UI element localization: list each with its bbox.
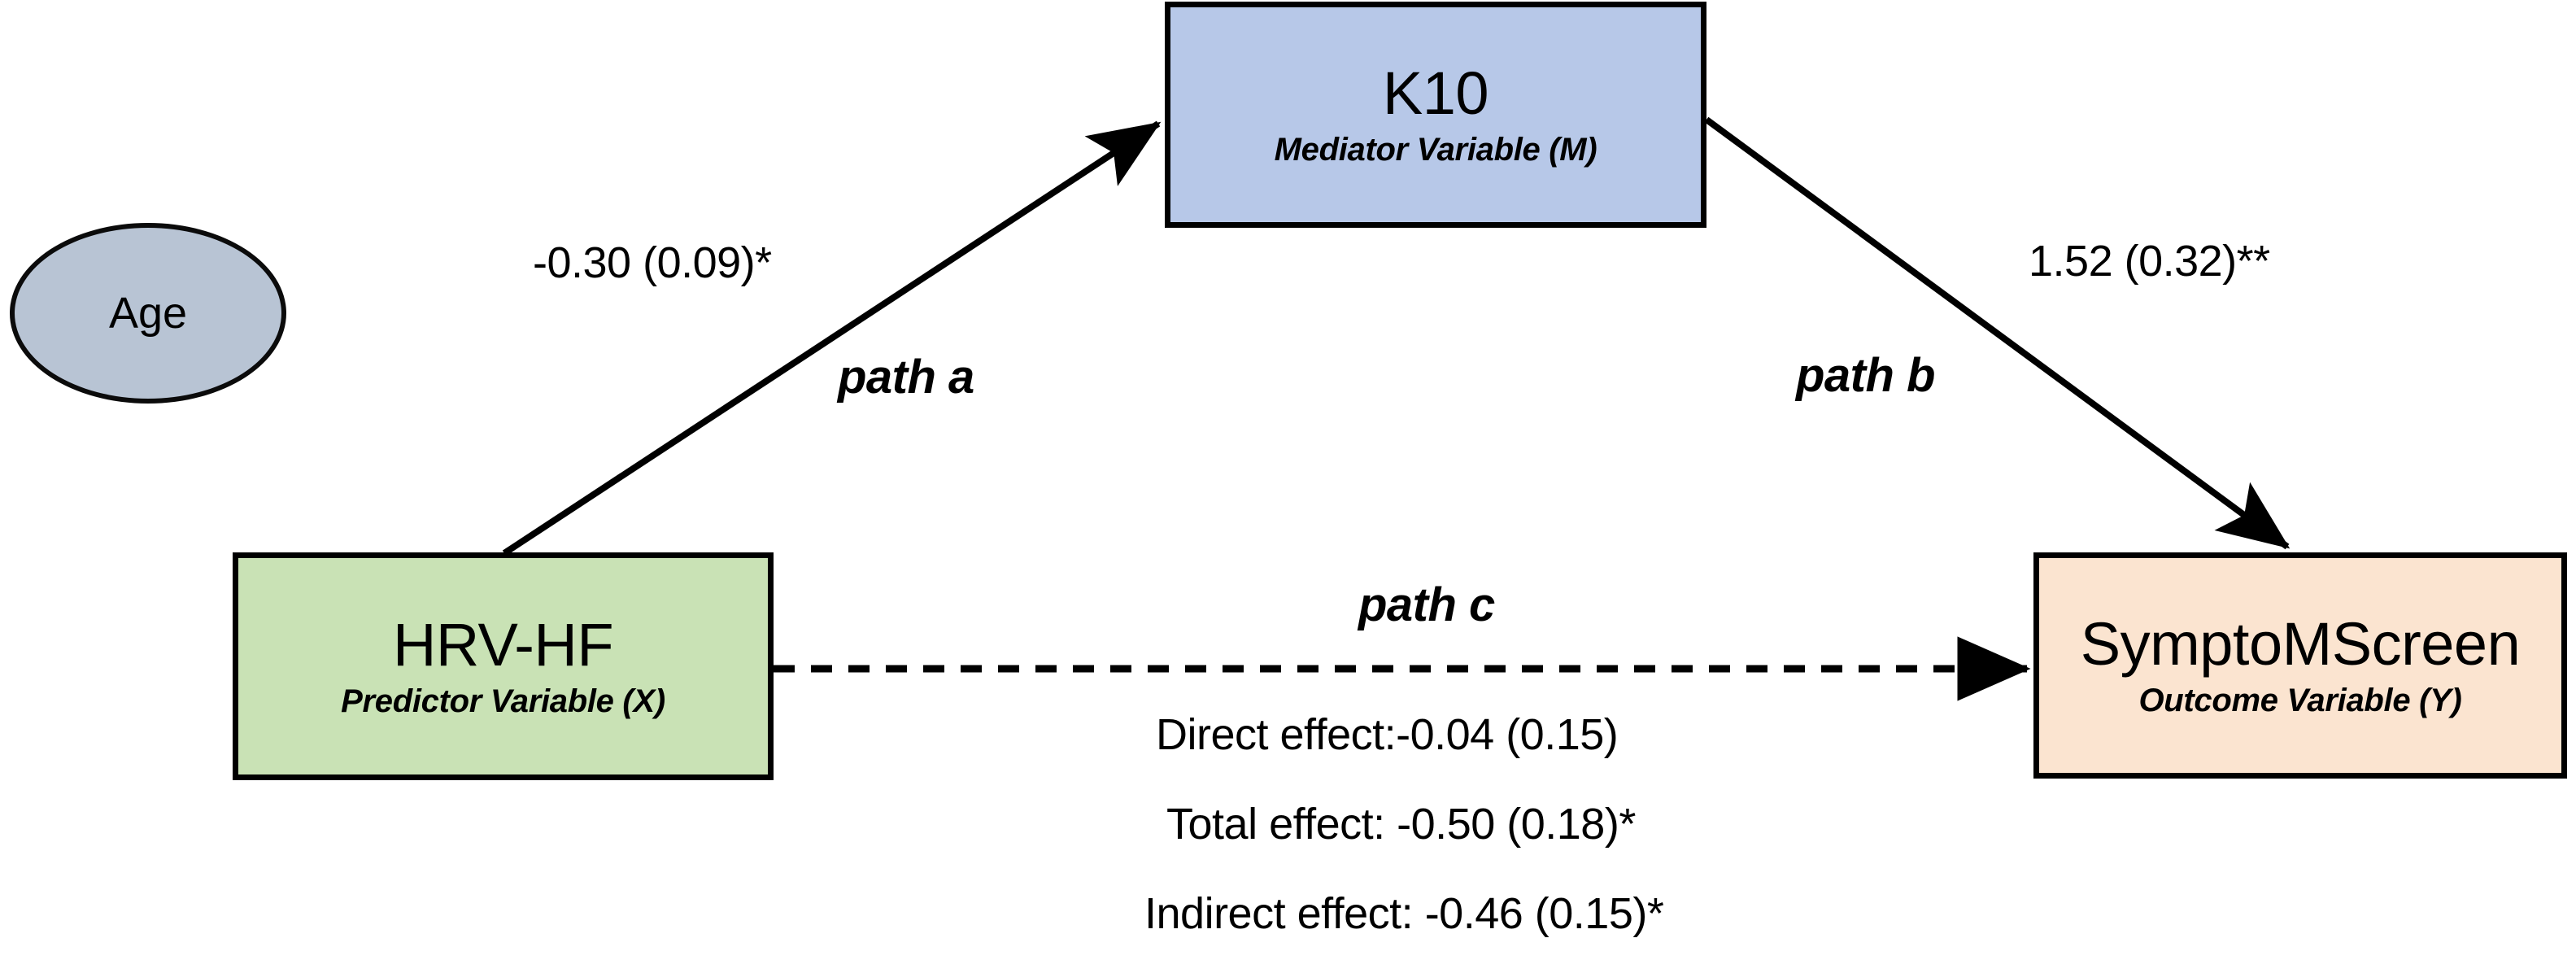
path-b-arrow — [1704, 116, 2291, 550]
path-a-arrow — [502, 120, 1162, 556]
node-age-covariate: Age — [10, 223, 286, 404]
node-outcome-symptomscreen: SymptoMScreen Outcome Variable (Y) — [2033, 552, 2567, 779]
node-outcome-subtitle: Outcome Variable (Y) — [2138, 682, 2462, 718]
node-mediator-subtitle: Mediator Variable (M) — [1274, 131, 1597, 168]
node-mediator-title: K10 — [1382, 59, 1489, 127]
node-predictor-title: HRV-HF — [392, 610, 614, 678]
path-a-coefficient: -0.30 (0.09)* — [533, 238, 772, 287]
direct-effect-text: Direct effect:-0.04 (0.15) — [1156, 710, 1619, 759]
node-mediator-k10: K10 Mediator Variable (M) — [1165, 2, 1706, 228]
indirect-effect-text: Indirect effect: -0.46 (0.15)* — [1144, 889, 1664, 938]
path-c-label: path c — [1358, 578, 1495, 631]
path-a-label: path a — [838, 351, 974, 404]
node-predictor-hrv-hf: HRV-HF Predictor Variable (X) — [233, 552, 774, 780]
path-b-coefficient: 1.52 (0.32)** — [2029, 237, 2270, 286]
node-outcome-title: SymptoMScreen — [2080, 609, 2521, 678]
path-b-label: path b — [1796, 349, 1935, 402]
total-effect-text: Total effect: -0.50 (0.18)* — [1166, 800, 1636, 849]
node-age-label: Age — [108, 289, 188, 338]
node-predictor-subtitle: Predictor Variable (X) — [341, 683, 665, 719]
